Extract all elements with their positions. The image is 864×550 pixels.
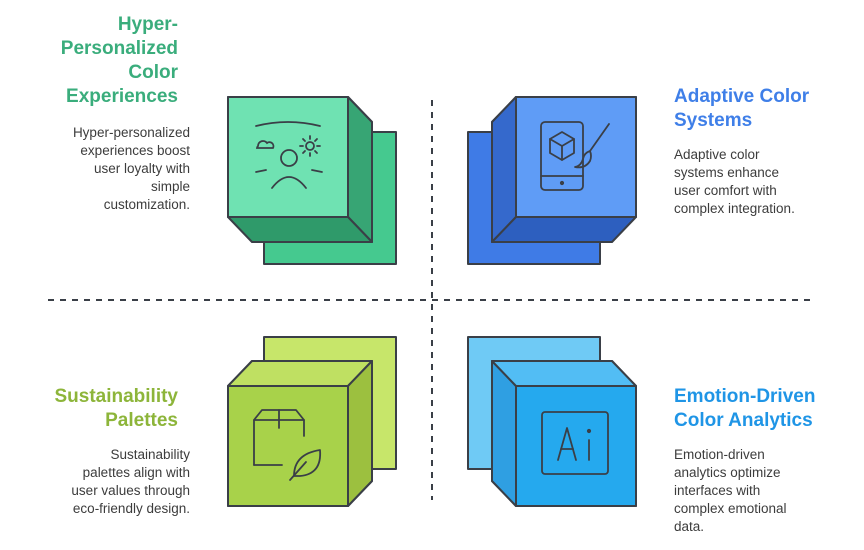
title-line: Color Analytics	[674, 410, 813, 431]
desc-line: Hyper-personalized	[72, 125, 190, 140]
desc-line: user comfort with	[674, 183, 777, 198]
desc-line: palettes align with	[82, 465, 190, 480]
desc-line: user loyalty with	[93, 161, 190, 176]
desc-line: complex emotional	[674, 501, 787, 516]
emotion-driven-title: Emotion-Driven Color Analytics	[674, 385, 854, 433]
title-line: Systems	[674, 110, 753, 131]
title-line: Hyper-	[117, 14, 178, 35]
title-line: Sustainability	[54, 386, 178, 407]
desc-line: interfaces with	[674, 483, 761, 498]
adaptive-description: Adaptive color systems enhance user comf…	[674, 146, 854, 218]
title-line: Emotion-Driven	[674, 386, 816, 407]
hyper-personalized-title: Hyper- Personalized Color Experiences	[20, 13, 178, 109]
desc-line: analytics optimize	[674, 465, 781, 480]
desc-line: Adaptive color	[674, 147, 760, 162]
sustainability-cube	[227, 336, 397, 507]
adaptive-cube	[467, 96, 637, 265]
title-line: Adaptive Color	[674, 86, 810, 107]
eco-package-icon	[253, 409, 322, 481]
desc-line: experiences boost	[80, 143, 190, 158]
emotion-driven-description: Emotion-driven analytics optimize interf…	[674, 446, 854, 536]
desc-line: simple	[150, 179, 190, 194]
desc-line: systems enhance	[674, 165, 780, 180]
ai-chip-icon	[541, 411, 609, 475]
title-line: Palettes	[105, 410, 178, 431]
sustainability-title: Sustainability Palettes	[20, 385, 178, 433]
sustainability-description: Sustainability palettes align with user …	[20, 446, 190, 518]
title-line: Experiences	[66, 86, 178, 107]
emotion-driven-cube	[467, 336, 637, 507]
desc-line: Emotion-driven	[674, 447, 765, 462]
adaptive-title: Adaptive Color Systems	[674, 85, 854, 133]
desc-line: data.	[674, 519, 705, 534]
mobile-paint-icon	[540, 121, 610, 191]
desc-line: Sustainability	[110, 447, 190, 462]
title-line: Personalized	[60, 38, 178, 59]
desc-line: customization.	[103, 197, 190, 212]
title-line: Color	[128, 62, 178, 83]
personalized-user-icon	[255, 121, 323, 189]
desc-line: complex integration.	[674, 201, 795, 216]
hyper-personalized-cube	[227, 96, 397, 265]
desc-line: eco-friendly design.	[72, 501, 190, 516]
desc-line: user values through	[71, 483, 190, 498]
hyper-personalized-description: Hyper-personalized experiences boost use…	[20, 124, 190, 214]
